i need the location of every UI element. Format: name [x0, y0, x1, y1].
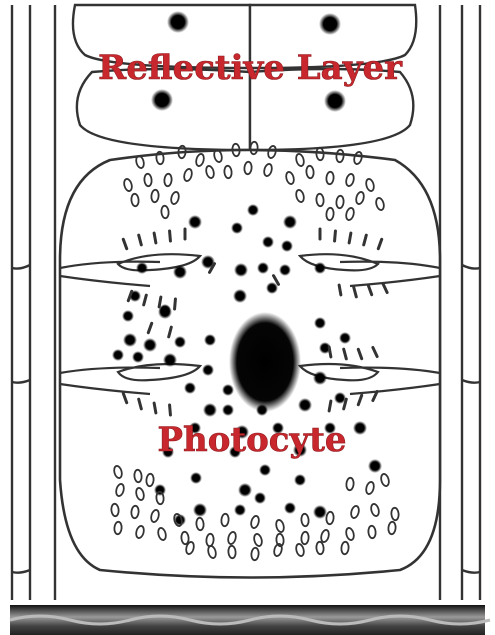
- left-neighbor-cells: [12, 5, 30, 600]
- granule-dot: [174, 336, 186, 348]
- dash-mark: [349, 233, 351, 243]
- dash-mark: [170, 405, 171, 415]
- granule-dot: [313, 371, 327, 385]
- granule-dot: [247, 204, 259, 216]
- granule-dot: [353, 421, 367, 435]
- granule-dot: [202, 364, 214, 376]
- granule-dot: [298, 398, 312, 412]
- granule-dot: [368, 459, 382, 473]
- granule-dot: [259, 464, 271, 476]
- granule-dot: [254, 492, 266, 504]
- granule-dot: [193, 503, 207, 517]
- dash-mark: [159, 297, 161, 307]
- granule-dot: [154, 484, 166, 496]
- granule-dot: [132, 351, 144, 363]
- dash-mark: [329, 401, 331, 411]
- granule-dot: [122, 310, 134, 322]
- granule-dot: [222, 384, 234, 396]
- granule-dot: [188, 215, 202, 229]
- granule-dot: [233, 289, 247, 303]
- dash-mark: [154, 403, 156, 413]
- granule-dot: [238, 483, 252, 497]
- dash-mark: [329, 347, 331, 357]
- granule-dot: [314, 317, 326, 329]
- granule-dot: [123, 333, 137, 347]
- granule-dot: [314, 262, 326, 274]
- granule-dot: [203, 403, 217, 417]
- granule-dot: [262, 236, 274, 248]
- dash-mark: [154, 233, 156, 243]
- granule-dot: [173, 265, 187, 279]
- granule-dot: [163, 353, 177, 367]
- granule-dot: [184, 382, 196, 394]
- granule-dot: [294, 474, 306, 486]
- granule-dot: [136, 262, 148, 274]
- photocyte-label: Photocyte: [157, 420, 346, 460]
- granule-dot: [256, 404, 268, 416]
- granule-dot: [112, 349, 124, 361]
- granule-dot: [231, 222, 243, 234]
- granule-dot: [143, 338, 157, 352]
- granule-dot: [234, 263, 248, 277]
- granule-dot: [266, 282, 278, 294]
- granule-dot: [190, 472, 202, 484]
- granule-dot: [222, 404, 234, 416]
- granule-dot: [284, 502, 296, 514]
- dash-mark: [339, 285, 341, 295]
- granule-dot: [313, 505, 327, 519]
- nucleus: [229, 312, 301, 412]
- granule-dot: [283, 215, 297, 229]
- granule-dot: [279, 264, 291, 276]
- granule-dot: [204, 334, 216, 346]
- reflective-layer-label: Reflective Layer: [98, 48, 403, 88]
- granule-dot: [339, 332, 351, 344]
- granule-dot: [234, 504, 246, 516]
- right-neighbor-cells: [462, 5, 480, 600]
- granule-dot: [281, 240, 293, 252]
- granule-dot: [257, 262, 269, 274]
- dash-mark: [335, 231, 336, 241]
- dash-mark: [175, 299, 176, 309]
- dash-mark: [170, 231, 171, 241]
